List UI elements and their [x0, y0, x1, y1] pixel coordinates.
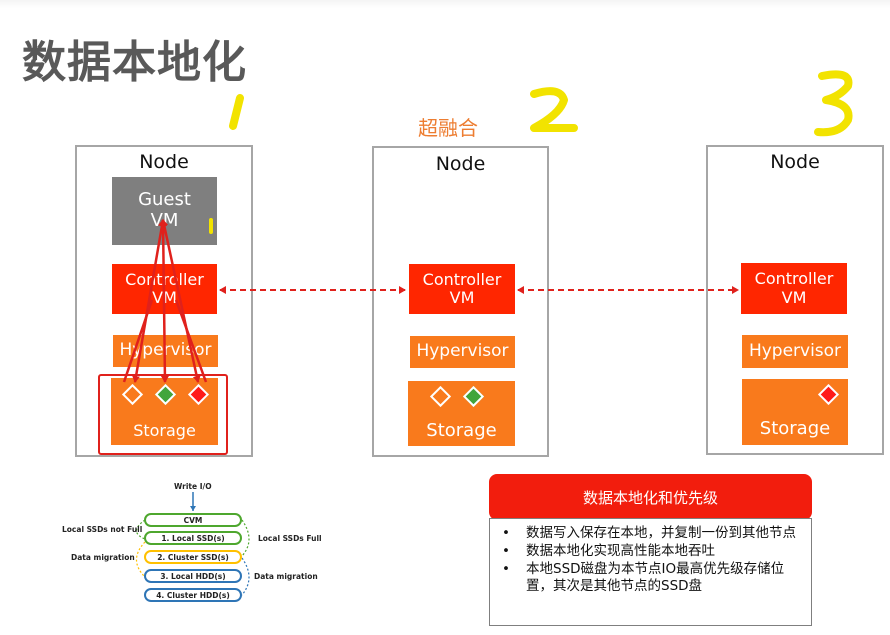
write-io-label: Write I/O [174, 482, 212, 491]
panel-body: •数据写入保存在本地，并复制一份到其他节点 •数据本地化实现高性能本地吞吐 •本… [489, 518, 812, 626]
local-ssds-full-label: Local SSDs Full [258, 534, 322, 543]
bullet-text: 数据本地化实现高性能本地吞吐 [526, 543, 715, 559]
hypervisor-2: Hypervisor [410, 336, 515, 368]
flow-cluster-ssd: 2. Cluster SSD(s) [144, 550, 242, 564]
storage-label: Storage [133, 421, 196, 440]
top-bar [0, 0, 890, 8]
controller-label-line1: Controller [754, 269, 834, 289]
controller-vm-3: Controller VM [741, 263, 847, 314]
storage-label: Storage [759, 418, 831, 439]
controller-label-line2: VM [781, 287, 807, 307]
hypervisor-label: Hypervisor [748, 340, 842, 361]
hyperconverged-label: 超融合 [418, 116, 478, 140]
bullet-text: 数据写入保存在本地，并复制一份到其他节点 [526, 525, 796, 541]
local-ssds-not-full-label: Local SSDs not Full [62, 525, 143, 534]
storage-2: Storage [408, 381, 515, 446]
bullet-text: 本地SSD磁盘为本节点IO最高优先级存储位置，其次是其他节点的SSD盘 [526, 561, 785, 594]
node-title: Node [770, 151, 820, 173]
hypervisor-label: Hypervisor [416, 341, 509, 362]
annotation-three-mark [814, 70, 853, 137]
annotation-one-mark [229, 94, 244, 130]
handwritten-annotations [209, 70, 853, 234]
node-title: Node [435, 153, 486, 175]
flow-local-ssd: 1. Local SSD(s) [144, 531, 242, 545]
storage-label: Storage [426, 420, 497, 441]
panel-heading: 数据本地化和优先级 [489, 474, 812, 520]
flow-cluster-hdd: 4. Cluster HDD(s) [144, 588, 242, 602]
controller-label-line1: Controller [422, 269, 502, 289]
flow-cvm: CVM [144, 513, 242, 527]
flow-local-hdd: 3. Local HDD(s) [144, 569, 242, 583]
list-item: •数据本地化实现高性能本地吞吐 [502, 543, 715, 559]
data-migration-left-label: Data migration [71, 553, 135, 562]
guest-vm: Guest VM [112, 177, 217, 245]
data-migration-right-label: Data migration [254, 572, 318, 581]
guest-vm-label-line1: Guest [138, 189, 191, 211]
local-io-arrows [122, 219, 208, 383]
bullet-list: •数据写入保存在本地，并复制一份到其他节点 •数据本地化实现高性能本地吞吐 •本… [490, 525, 811, 595]
controller-vm-2: Controller VM [409, 264, 515, 314]
node-title: Node [139, 151, 189, 173]
storage-3: Storage [742, 379, 848, 445]
list-item: •本地SSD磁盘为本节点IO最高优先级存储位置，其次是其他节点的SSD盘 [502, 561, 785, 594]
annotation-two-mark [530, 87, 578, 132]
page-title: 数据本地化 [22, 37, 247, 88]
hypervisor-3: Hypervisor [742, 335, 848, 368]
storage-1: Storage [111, 378, 218, 445]
controller-label-line2: VM [449, 288, 475, 307]
list-item: •数据写入保存在本地，并复制一份到其他节点 [502, 525, 796, 541]
